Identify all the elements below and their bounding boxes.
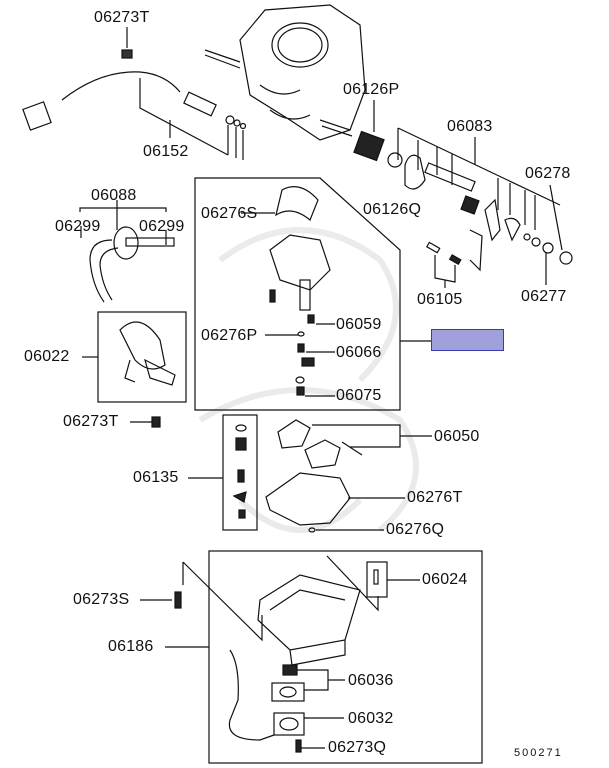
- label-06152[interactable]: 06152: [143, 143, 189, 160]
- label-06083[interactable]: 06083: [447, 118, 493, 135]
- box-06022: [97, 311, 187, 403]
- needle-valve-parts: [269, 186, 331, 396]
- label-06278[interactable]: 06278: [525, 165, 571, 182]
- float-chamber-06186: [182, 555, 379, 666]
- jet-parts-06135: [232, 424, 247, 519]
- label-06126Q[interactable]: 06126Q: [363, 201, 422, 218]
- screw-06273T-top: [121, 27, 133, 59]
- label-06036[interactable]: 06036: [348, 672, 394, 689]
- label-06032[interactable]: 06032: [348, 710, 394, 727]
- label-06059[interactable]: 06059: [336, 316, 382, 333]
- sensor-harness-06152: [22, 71, 247, 160]
- box-06024: [366, 561, 388, 598]
- linkage-06083: [353, 100, 573, 285]
- label-06022[interactable]: 06022: [24, 348, 70, 365]
- label-06075[interactable]: 06075: [336, 387, 382, 404]
- label-06276S[interactable]: 06276S: [201, 205, 258, 222]
- highlight-box[interactable]: [431, 329, 504, 351]
- label-06186[interactable]: 06186: [108, 638, 154, 655]
- label-06105[interactable]: 06105: [417, 291, 463, 308]
- label-06088[interactable]: 06088: [91, 187, 137, 204]
- label-06126P[interactable]: 06126P: [343, 81, 400, 98]
- label-06299-right[interactable]: 06299: [139, 218, 185, 235]
- figure-number: 500271: [514, 747, 563, 759]
- label-06299-left[interactable]: 06299: [55, 218, 101, 235]
- label-06066[interactable]: 06066: [336, 344, 382, 361]
- pins-06105: [425, 241, 462, 288]
- label-06276P[interactable]: 06276P: [201, 327, 258, 344]
- label-06024[interactable]: 06024: [422, 571, 468, 588]
- diaphragm-06022: [119, 321, 176, 386]
- box-06135: [222, 414, 258, 531]
- label-06050[interactable]: 06050: [434, 428, 480, 445]
- label-06273T-mid[interactable]: 06273T: [63, 413, 119, 430]
- label-06277[interactable]: 06277: [521, 288, 567, 305]
- label-06273S[interactable]: 06273S: [73, 591, 130, 608]
- label-06135[interactable]: 06135: [133, 469, 179, 486]
- throttle-body-drawing: [204, 4, 366, 141]
- label-06276Q[interactable]: 06276Q: [386, 521, 445, 538]
- float-06050: [277, 419, 432, 469]
- diaphragm-parts: [228, 649, 345, 753]
- label-06276T[interactable]: 06276T: [407, 489, 463, 506]
- box-needle-valve-group: [194, 177, 401, 411]
- box-float-chamber: [208, 550, 483, 764]
- filter-06088: [79, 200, 175, 303]
- gasket-06276T: [265, 472, 351, 526]
- label-06273Q[interactable]: 06273Q: [328, 739, 387, 756]
- watermark: [198, 227, 419, 533]
- label-06273T-top[interactable]: 06273T: [94, 9, 150, 26]
